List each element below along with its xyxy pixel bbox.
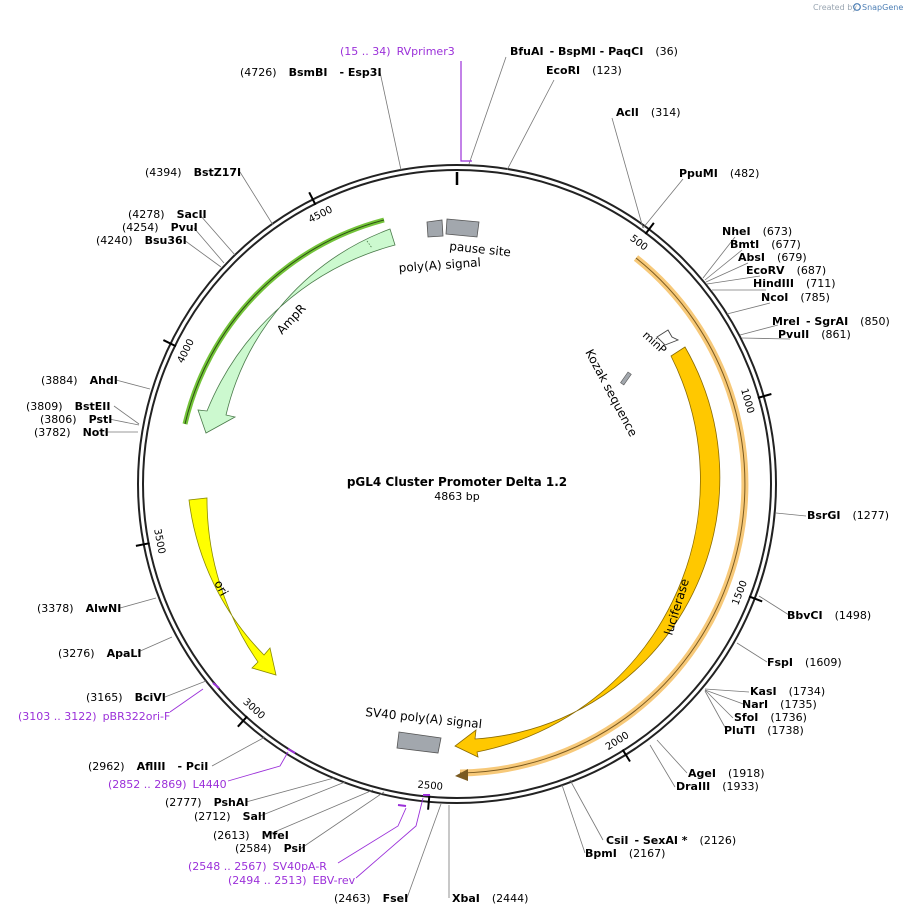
primer-label: (15 .. 34)RVprimer3	[340, 45, 455, 58]
ori-label: ori	[211, 578, 231, 598]
plasmid-name: pGL4 Cluster Promoter Delta 1.2	[347, 475, 567, 489]
site-fspi: FspI(1609)	[767, 656, 842, 669]
tick-mark	[644, 222, 655, 235]
pause-site-label: pause site	[449, 239, 512, 259]
backbone-outer	[137, 164, 777, 804]
primer-l4440: (2852 .. 2869)L4440	[108, 748, 296, 791]
primer-label: (2548 .. 2567)SV40pA-R	[188, 860, 327, 873]
primer-sv40pa-r: (2548 .. 2567)SV40pA-R	[188, 804, 407, 873]
ampr-feature	[197, 228, 396, 434]
sv40-label: SV40 poly(A) signal	[365, 705, 483, 731]
tick-mark	[135, 542, 150, 547]
primer-pbr322ori-f: (3103 .. 3122)pBR322ori-F	[18, 682, 220, 723]
site-bbvci: BbvCI(1498)	[787, 609, 871, 622]
site-draiii: DraIII(1933)	[676, 780, 759, 793]
tick-mark	[427, 795, 431, 810]
site-ppumi: PpuMI(482)	[679, 167, 759, 180]
kozak-label: Kozak sequence	[582, 347, 640, 439]
minp-feature	[656, 329, 680, 346]
luciferase-orf-line	[459, 257, 746, 774]
site-ahdi: (3884)AhdI	[41, 374, 118, 387]
site-pvuii: PvuII(861)	[778, 328, 851, 341]
tick-mark	[757, 393, 772, 399]
site-nari: NarI(1735)	[742, 698, 817, 711]
site-sacii: (4278)SacII	[128, 208, 207, 221]
site-psti: (3806)PstI	[40, 413, 112, 426]
site-mrei: MreI- SgrAI(850)	[772, 315, 890, 328]
site-apali: (3276)ApaLI	[58, 647, 142, 660]
site-labels: BfuAI- BspMI - PaqCI(36) EcoRI(123) AclI…	[26, 45, 890, 905]
site-bsmbi: (4726)BsmBI- Esp3I	[240, 66, 382, 79]
luciferase-label: luciferase	[661, 577, 691, 637]
credit-prefix: Created by	[813, 3, 857, 12]
tick-mark	[621, 749, 631, 763]
site-ecori: EcoRI(123)	[546, 64, 622, 77]
site-bfuai: BfuAI- BspMI - PaqCI(36)	[510, 45, 678, 58]
site-pshai: (2777)PshAI	[165, 796, 248, 809]
site-bstz17i: (4394)BstZ17I	[145, 166, 241, 179]
pause-site-feature	[445, 218, 480, 238]
tick-label: 4500	[307, 204, 335, 225]
site-ncoi: NcoI(785)	[761, 291, 830, 304]
site-agei: AgeI(1918)	[688, 767, 765, 780]
ori-feature	[188, 497, 277, 676]
tick-mark	[237, 715, 248, 728]
site-nhei: NheI(673)	[722, 225, 792, 238]
site-fsei: (2463)FseI	[334, 892, 408, 905]
site-mfei: (2613)MfeI	[213, 829, 289, 842]
sv40-feature	[396, 731, 442, 754]
polya-label: poly(A) signal	[398, 255, 481, 275]
tick-label: 2500	[417, 780, 443, 793]
site-bsteii: (3809)BstEII	[26, 400, 110, 413]
site-hindiii: HindIII(711)	[753, 277, 836, 290]
polya-feature	[426, 219, 444, 238]
snapgene-logo-icon	[853, 3, 861, 11]
primer-label: (2494 .. 2513)EBV-rev	[228, 874, 356, 887]
tick-label: 1000	[738, 387, 756, 414]
tick-mark	[308, 191, 317, 206]
primer-rvprimer3: (15 .. 34)RVprimer3	[340, 45, 472, 162]
backbone-inner	[142, 169, 772, 799]
site-sfoi: SfoI(1736)	[734, 711, 807, 724]
kozak-feature	[620, 371, 632, 386]
tick-mark	[162, 339, 177, 348]
primer-label: (3103 .. 3122)pBR322ori-F	[18, 710, 170, 723]
luciferase-feature	[454, 346, 721, 758]
site-bsu36i: (4240)Bsu36I	[96, 234, 187, 247]
site-ecorv: EcoRV(687)	[746, 264, 826, 277]
site-bpmi: BpmI(2167)	[585, 847, 665, 860]
site-pluti: PluTI(1738)	[724, 724, 804, 737]
site-bmti: BmtI(677)	[730, 238, 801, 251]
site-xbai: XbaI(2444)	[452, 892, 528, 905]
credit-brand: SnapGene	[862, 3, 903, 12]
site-bcivi: (3165)BciVI	[86, 691, 166, 704]
primer-label: (2852 .. 2869)L4440	[108, 778, 227, 791]
plasmid-length: 4863 bp	[434, 490, 479, 503]
site-pvui: (4254)PvuI	[122, 221, 198, 234]
ampr-orf-core	[184, 219, 385, 425]
tick-mark	[748, 595, 763, 603]
ampr-label: AmpR	[274, 301, 309, 337]
site-noti: (3782)NotI	[34, 426, 109, 439]
site-leaders	[105, 56, 807, 899]
site-acli: AclI(314)	[616, 106, 681, 119]
luciferase-orf-arrowhead	[455, 769, 468, 781]
site-absi: AbsI(679)	[738, 251, 807, 264]
site-kasi: KasI(1734)	[750, 685, 825, 698]
tick-label: 3500	[151, 528, 167, 555]
tick-label: 500	[628, 233, 650, 253]
primer-ebv-rev: (2494 .. 2513)EBV-rev	[228, 794, 430, 887]
tick-label: 4000	[176, 337, 197, 365]
site-sali: (2712)SalI	[194, 810, 266, 823]
site-alwni: (3378)AlwNI	[37, 602, 121, 615]
site-csii: CsiI- SexAI *(2126)	[606, 834, 736, 847]
site-bsrgi: BsrGI(1277)	[807, 509, 889, 522]
site-psii: (2584)PsiI	[235, 842, 306, 855]
site-afliii: (2962)AflIII- PciI	[88, 760, 208, 773]
